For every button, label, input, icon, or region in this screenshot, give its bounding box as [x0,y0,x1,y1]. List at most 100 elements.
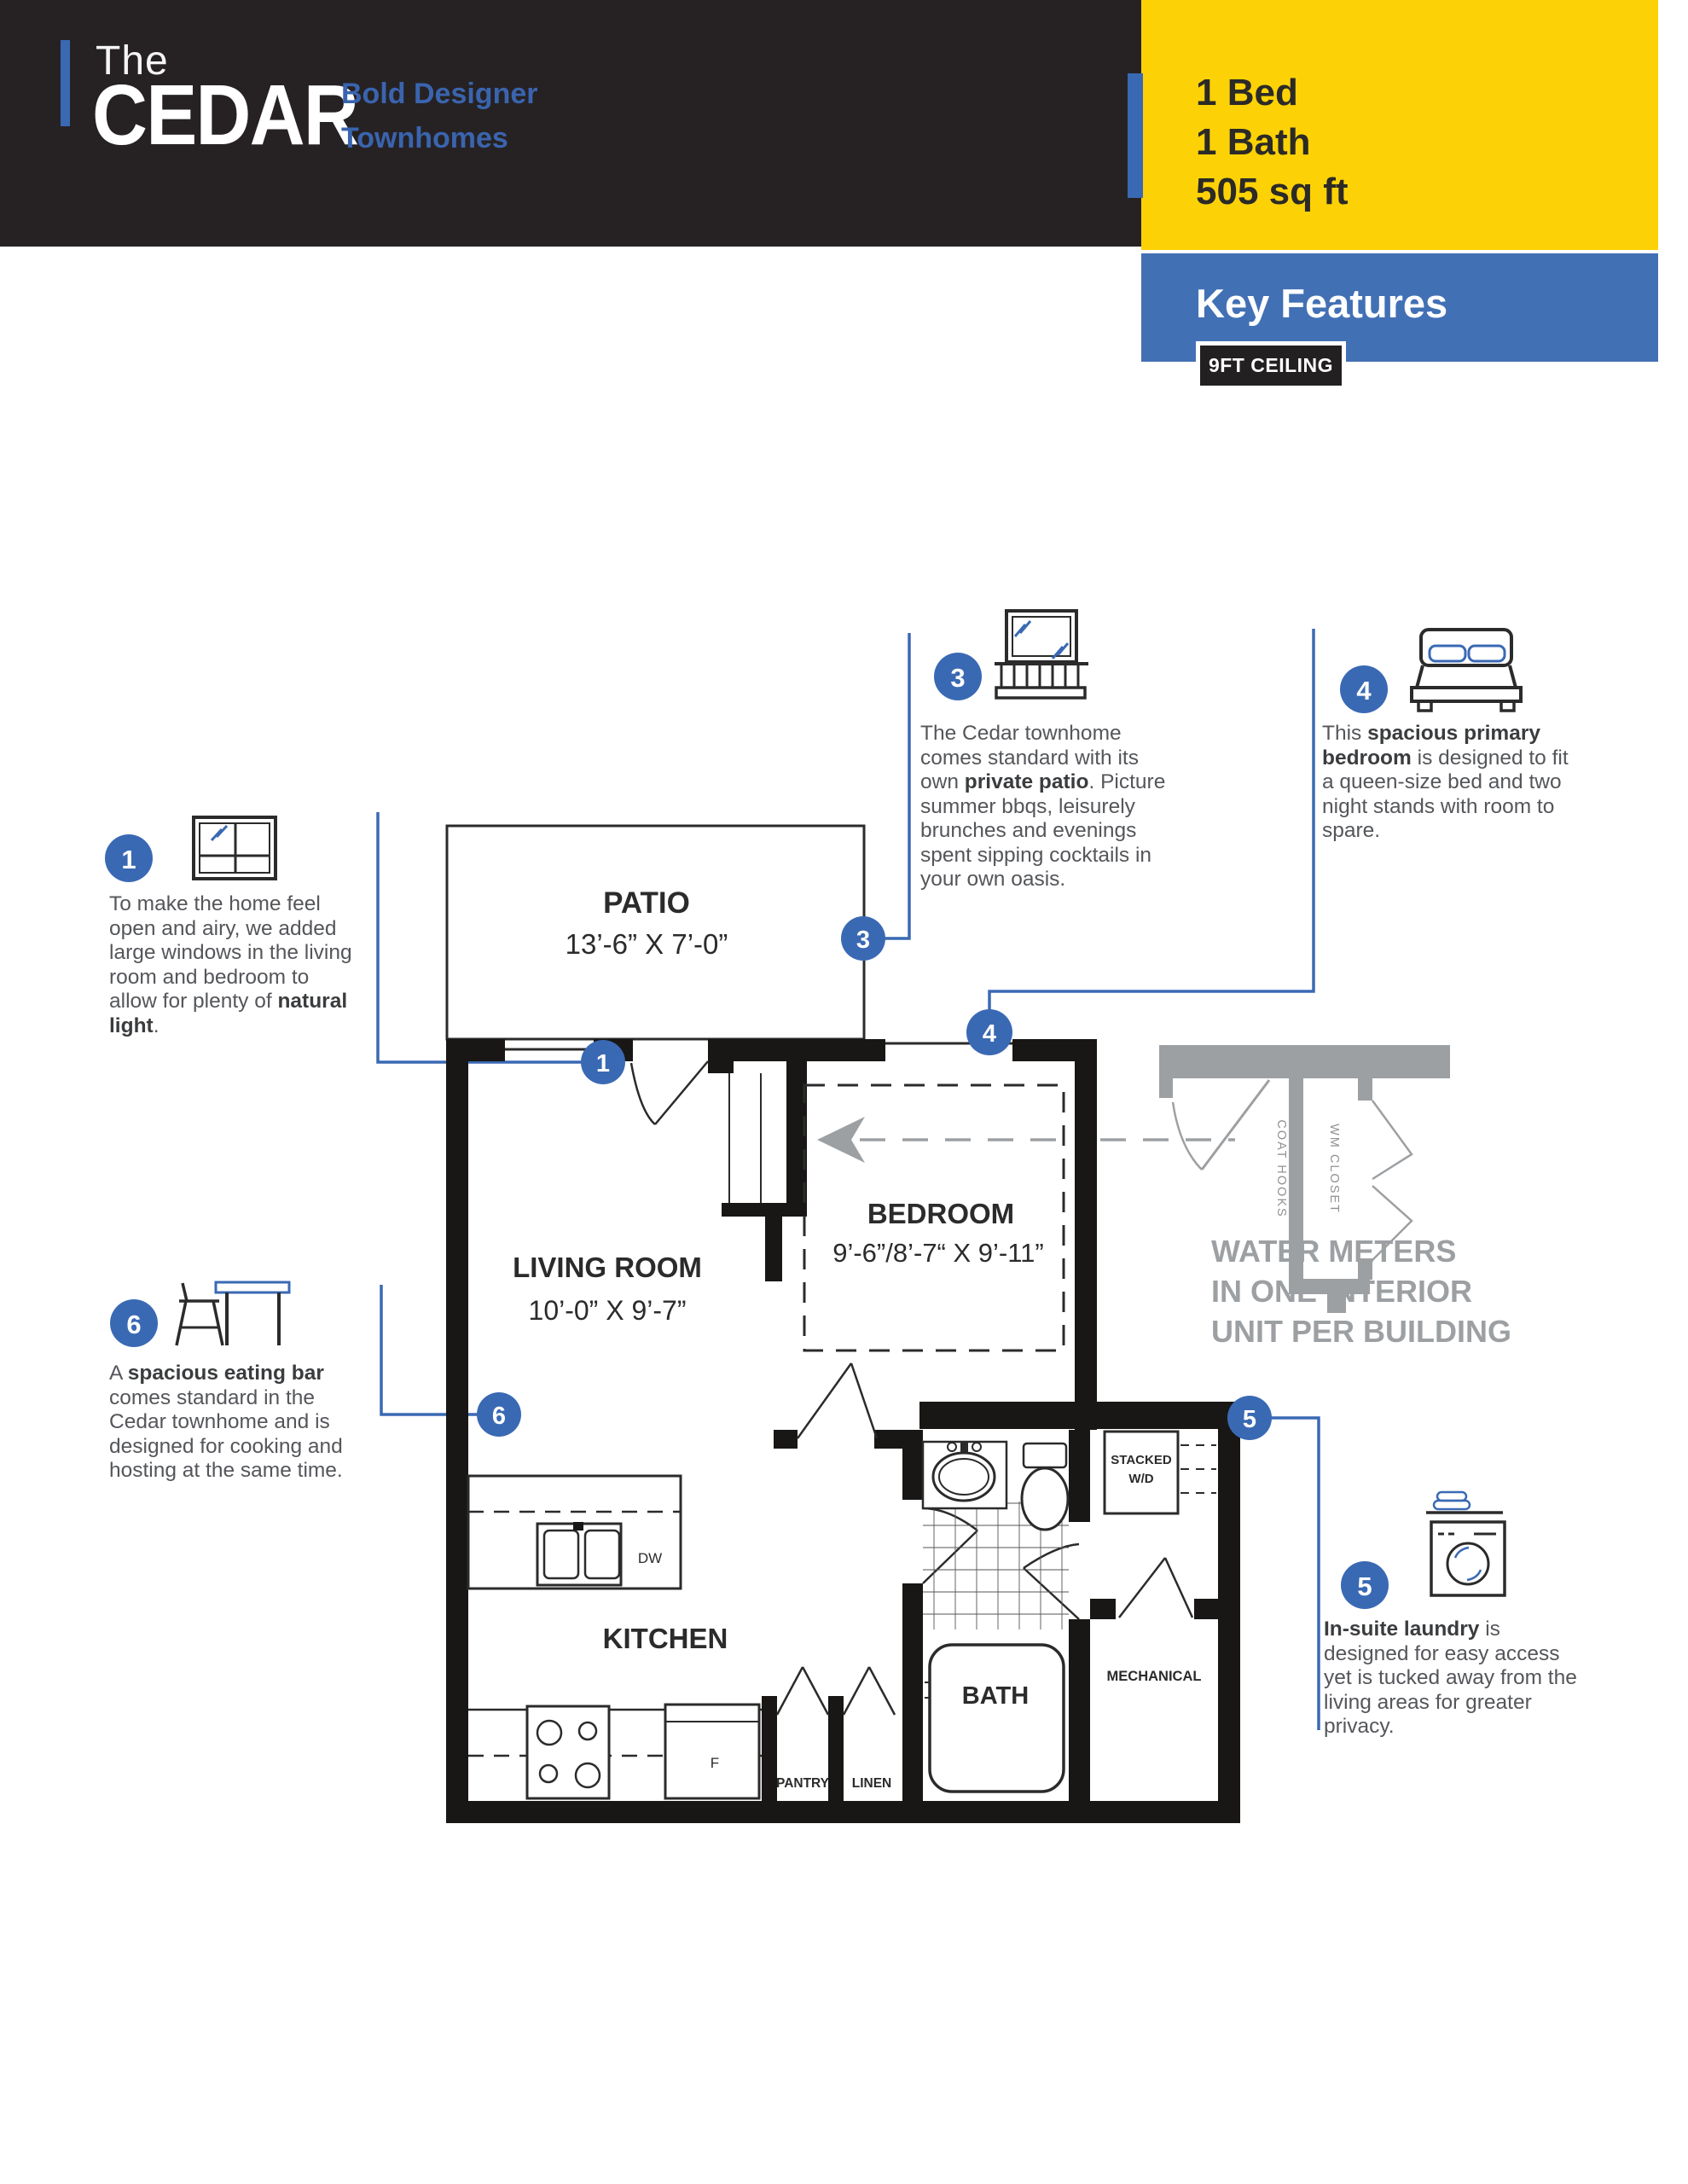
bed-direction-arrow [817,1117,1235,1163]
callout-badge-4 [1340,665,1388,713]
callout-badge-4-num: 4 [1356,676,1372,706]
fridge [664,1703,761,1800]
plan-badge-3-num: 3 [856,926,870,954]
bathroom: BATH [921,1440,1070,1793]
wd-door-leaf [1023,1567,1080,1620]
bath-label: BATH [962,1682,1029,1710]
callout-badges: 1 3 4 5 6 [105,653,1389,1609]
plan-badge-1 [581,1040,625,1084]
wd-label-1: STACKED [1111,1453,1172,1467]
pantry-door-leaf-b [801,1666,830,1716]
entry-door-leaf [654,1060,709,1125]
common-hallway-doors [1171,1079,1413,1261]
plan-badge-1-num: 1 [596,1050,610,1077]
ceiling-badge: 9FT CEILING [1196,341,1346,390]
living-label: LIVING ROOM [513,1252,702,1283]
callout3-pre: The Cedar townhome comes standard with i… [920,722,1139,793]
entry-door-arc [629,1062,656,1125]
wm-closet-label: WM CLOSET [1327,1124,1341,1214]
coat-hooks-label: COAT HOOKS [1274,1119,1288,1217]
callout3-post: . Picture summer bbqs, leisurely brunche… [920,770,1166,891]
plan-badge-5 [1227,1396,1272,1440]
dishwasher-label: DW [638,1550,662,1566]
pantry-label: PANTRY [776,1776,830,1791]
water-note-line3: UNIT PER BUILDING [1211,1314,1511,1349]
toilet-tank [1022,1442,1068,1469]
callout-text-eating-bar: A spacious eating bar comes standard in … [109,1362,370,1484]
callout1-bold: natural light [109,990,348,1037]
callout6-pre: A [109,1362,128,1385]
callout-badge-1 [105,834,153,882]
washer-icon [1426,1490,1506,1597]
spec-panel [1141,0,1658,250]
bedroom-door-leaf-b [850,1362,879,1439]
bath-door-leaf [922,1530,978,1584]
callout-text-laundry: In-suite laundry is designed for easy ac… [1324,1618,1590,1740]
patio-dims: 13’-6” X 7’-0” [566,928,728,960]
plan-badges: 1 3 4 5 6 [477,916,1272,1440]
water-note-line1: WATER METERS [1211,1234,1456,1269]
brand-tagline: Bold Designer Townhomes [341,72,537,160]
mechanical-label: MECHANICAL [1107,1669,1202,1684]
callout-badge-6 [110,1299,158,1347]
balcony-icon [995,609,1088,700]
connector-6 [380,1285,495,1416]
spec-bath: 1 Bath [1196,121,1311,163]
brand-prefix: The [96,38,169,84]
bed-icon [1410,628,1523,712]
linen-label: LINEN [852,1776,892,1791]
plan-badge-5-num: 5 [1243,1406,1256,1433]
unit-walls [446,1039,1240,1823]
callout6-post: comes standard in the Cedar townhome and… [109,1385,343,1483]
toilet [1020,1467,1070,1531]
plan-badge-6-num: 6 [492,1403,506,1430]
callout-badge-1-num: 1 [121,845,136,874]
water-note-line2: IN ONE INTERIOR [1211,1274,1472,1309]
entry-closet-doors [728,1073,762,1203]
callout-badge-3-num: 3 [950,663,965,693]
tagline-line1: Bold Designer [341,78,538,110]
pantry-door-leaf-a [775,1666,804,1716]
plan-badge-3 [841,916,885,961]
spec-accent-bar [1128,73,1143,198]
stove [525,1705,611,1800]
kitchen-island: DW [467,1474,682,1590]
eating-bar-icon [175,1281,291,1346]
callout4-post: is designed to fit a queen-size bed and … [1322,746,1569,843]
arrowhead [817,1117,865,1163]
callout4-pre: This [1322,722,1368,745]
callout-text-patio: The Cedar townhome comes standard with i… [920,722,1176,892]
water-meters-note: WATER METERS IN ONE INTERIOR UNIT PER BU… [1211,1234,1511,1349]
kitchen-label: KITCHEN [603,1623,728,1654]
plan-badge-6 [477,1392,521,1437]
bath-door-arc [922,1507,978,1531]
bed-placement-dashed [803,1083,1065,1352]
window-icon [192,816,277,880]
mech-door-leaf-a [1118,1557,1166,1618]
tagline-line2: Townhomes [341,122,508,154]
spec-area: 505 sq ft [1196,171,1349,212]
callout-badge-6-num: 6 [126,1310,141,1339]
living-dims: 10’-0” X 9’-7” [529,1295,687,1326]
bath-sink [931,1451,996,1502]
callout4-bold: spacious primary bedroom [1322,722,1540,770]
linen-door-leaf-b [867,1666,896,1716]
callout5-bold: In-suite laundry [1324,1618,1480,1641]
spec-bed: 1 Bed [1196,72,1298,113]
spec-list: 1 Bed 1 Bath 505 sq ft [1196,68,1349,217]
key-features-title: Key Features [1196,281,1448,326]
connector-5 [1252,1416,1320,1730]
wd-door-arc [1023,1542,1080,1570]
callout6-bold: spacious eating bar [127,1362,324,1385]
wd-label-2: W/D [1128,1472,1153,1486]
callout5-post: is designed for easy access yet is tucke… [1324,1618,1577,1738]
bedroom-dims: 9’-6”/8’-7“ X 9’-11” [832,1238,1044,1268]
mech-door-leaf-b [1163,1557,1194,1618]
patio-label: PATIO [603,886,690,920]
connector-3 [867,633,911,940]
callout1-pre: To make the home feel open and airy, we … [109,892,352,1013]
linen-door-leaf-a [842,1666,871,1716]
fridge-label: F [711,1755,719,1771]
wire-shelves [1180,1444,1216,1494]
brand-name: CEDAR [92,67,359,163]
